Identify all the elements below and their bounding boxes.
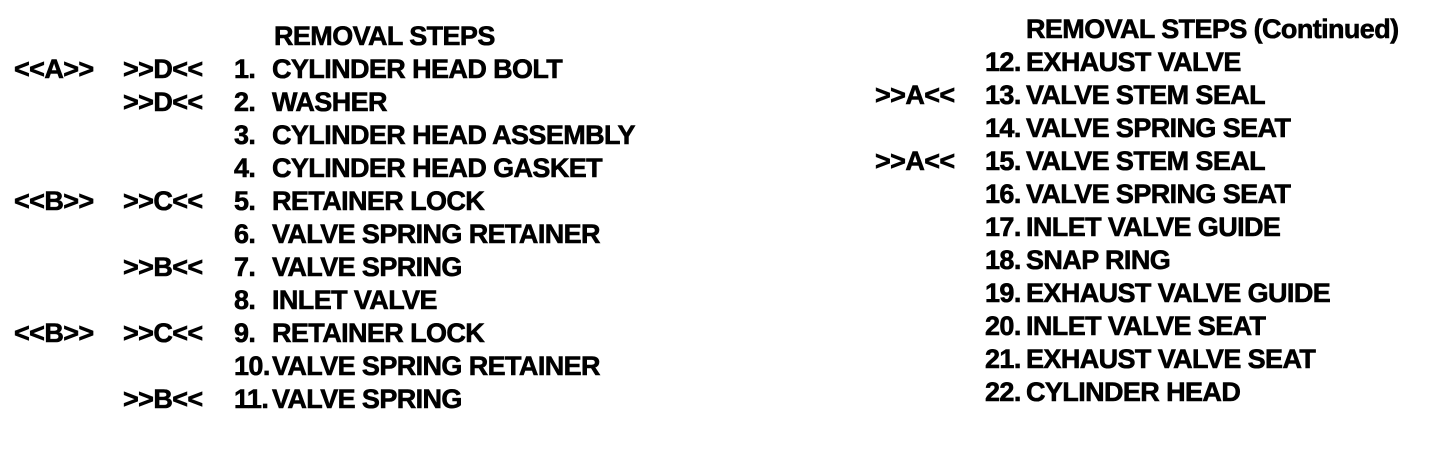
step-row: <<B>> >>C<< 5. RETAINER LOCK bbox=[0, 185, 1456, 218]
step-row: 8. INLET VALVE bbox=[0, 284, 1456, 317]
step-name: VALVE SPRING bbox=[272, 384, 463, 415]
step-number: 16. bbox=[985, 179, 1022, 210]
step-name: VALVE SPRING RETAINER bbox=[272, 219, 601, 250]
step-name: WASHER bbox=[272, 87, 388, 118]
removal-marker: >>A<< bbox=[875, 146, 956, 177]
step-name: VALVE SPRING bbox=[272, 252, 463, 283]
step-name: VALVE STEM SEAL bbox=[1026, 146, 1266, 177]
step-number: 3. bbox=[234, 120, 257, 151]
removal-marker: >>B<< bbox=[123, 384, 204, 415]
step-name: INLET VALVE GUIDE bbox=[1026, 212, 1282, 243]
step-number: 7. bbox=[234, 252, 257, 283]
removal-marker: >>B<< bbox=[123, 252, 204, 283]
step-number: 12. bbox=[985, 47, 1022, 78]
step-row: 19.EXHAUST VALVE GUIDE bbox=[0, 277, 1456, 310]
step-name: EXHAUST VALVE SEAT bbox=[1026, 344, 1316, 375]
step-number: 11. bbox=[234, 384, 269, 415]
step-number: 14. bbox=[985, 113, 1022, 144]
step-row: 17.INLET VALVE GUIDE bbox=[0, 211, 1456, 244]
step-number: 10. bbox=[234, 351, 271, 382]
step-name: EXHAUST VALVE GUIDE bbox=[1026, 278, 1331, 309]
step-number: 15. bbox=[985, 146, 1022, 177]
step-number: 6. bbox=[234, 219, 257, 250]
step-row: 4. CYLINDER HEAD GASKET bbox=[0, 152, 1456, 185]
step-number: 1. bbox=[234, 54, 257, 85]
removal-marker: >>A<< bbox=[875, 80, 956, 111]
installation-marker: <<A>> bbox=[14, 54, 95, 85]
step-name: INLET VALVE SEAT bbox=[1026, 311, 1267, 342]
step-name: RETAINER LOCK bbox=[272, 318, 485, 349]
step-row: 20.INLET VALVE SEAT bbox=[0, 310, 1456, 343]
installation-marker: <<B>> bbox=[14, 186, 95, 217]
step-row: 18.SNAP RING bbox=[0, 244, 1456, 277]
installation-marker: <<B>> bbox=[14, 318, 95, 349]
step-number: 17. bbox=[985, 212, 1022, 243]
step-row: <<B>> >>C<< 9. RETAINER LOCK bbox=[0, 317, 1456, 350]
step-name: VALVE SPRING SEAT bbox=[1026, 113, 1292, 144]
step-name: RETAINER LOCK bbox=[272, 186, 485, 217]
step-number: 8. bbox=[234, 285, 257, 316]
step-row: >>D<< 2. WASHER bbox=[0, 86, 1456, 119]
step-row: 3. CYLINDER HEAD ASSEMBLY bbox=[0, 119, 1456, 152]
step-number: 13. bbox=[985, 80, 1022, 111]
removal-marker: >>D<< bbox=[123, 87, 204, 118]
step-name: VALVE STEM SEAL bbox=[1026, 80, 1266, 111]
removal-marker: >>C<< bbox=[123, 186, 204, 217]
step-name: INLET VALVE bbox=[272, 285, 438, 316]
step-number: 2. bbox=[234, 87, 257, 118]
right-column-title: REMOVAL STEPS (Continued) bbox=[1026, 14, 1400, 45]
step-row: 10.VALVE SPRING RETAINER bbox=[0, 350, 1456, 383]
step-number: 19. bbox=[985, 278, 1022, 309]
step-row: 22.CYLINDER HEAD bbox=[0, 376, 1456, 409]
step-number: 4. bbox=[234, 153, 257, 184]
step-name: VALVE SPRING RETAINER bbox=[272, 351, 601, 382]
step-row: >>A<< 15.VALVE STEM SEAL bbox=[0, 145, 1456, 178]
step-name: SNAP RING bbox=[1026, 245, 1171, 276]
step-name: CYLINDER HEAD bbox=[1026, 377, 1241, 408]
step-row: 14.VALVE SPRING SEAT bbox=[0, 112, 1456, 145]
step-number: 18. bbox=[985, 245, 1022, 276]
step-name: VALVE SPRING SEAT bbox=[1026, 179, 1292, 210]
removal-marker: >>D<< bbox=[123, 54, 204, 85]
step-row: >>B<< 7. VALVE SPRING bbox=[0, 251, 1456, 284]
step-name: CYLINDER HEAD BOLT bbox=[272, 54, 563, 85]
step-row: <<A>> >>D<< 1. CYLINDER HEAD BOLT bbox=[0, 53, 1456, 86]
left-column-title: REMOVAL STEPS bbox=[274, 21, 496, 52]
step-row: >>A<< 13.VALVE STEM SEAL bbox=[0, 79, 1456, 112]
step-row: >>B<< 11.VALVE SPRING bbox=[0, 383, 1456, 416]
step-row: 6. VALVE SPRING RETAINER bbox=[0, 218, 1456, 251]
step-number: 5. bbox=[234, 186, 257, 217]
step-name: EXHAUST VALVE bbox=[1026, 47, 1242, 78]
step-number: 20. bbox=[985, 311, 1022, 342]
removal-marker: >>C<< bbox=[123, 318, 204, 349]
step-name: CYLINDER HEAD ASSEMBLY bbox=[272, 120, 636, 151]
step-row: 21.EXHAUST VALVE SEAT bbox=[0, 343, 1456, 376]
step-number: 22. bbox=[985, 377, 1022, 408]
step-name: CYLINDER HEAD GASKET bbox=[272, 153, 603, 184]
step-number: 9. bbox=[234, 318, 257, 349]
step-row: 16.VALVE SPRING SEAT bbox=[0, 178, 1456, 211]
step-row: 12.EXHAUST VALVE bbox=[0, 46, 1456, 79]
step-number: 21. bbox=[985, 344, 1022, 375]
